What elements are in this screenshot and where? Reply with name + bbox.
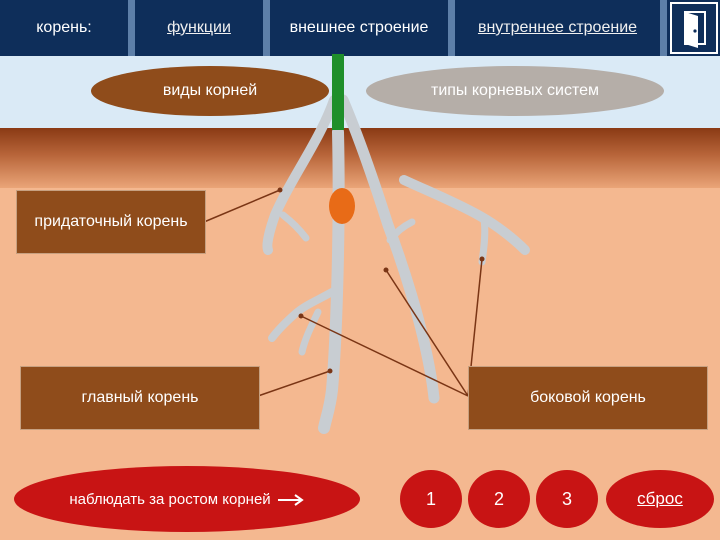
root-systems-button[interactable]: типы корневых систем — [366, 66, 664, 116]
adventitious-root-right — [337, 94, 440, 404]
watch-button-label: наблюдать за ростом корней — [69, 490, 271, 508]
pointer-line — [257, 370, 331, 397]
nav-separator — [263, 0, 270, 56]
pointer-line — [300, 315, 469, 397]
lateral-root-label: боковой корень — [468, 366, 708, 430]
root-types-button[interactable]: виды корней — [91, 66, 329, 116]
pointer-dot — [479, 256, 485, 262]
pointer-dot — [327, 368, 333, 374]
step-2-button[interactable]: 2 — [468, 470, 530, 528]
pointer-line — [203, 189, 281, 223]
root-branch — [268, 288, 336, 342]
pointer-dot — [383, 267, 389, 273]
main-root-label: главный корень — [20, 366, 260, 430]
root-branch — [399, 175, 530, 255]
reset-button[interactable]: сброс — [606, 470, 714, 528]
door-exit-icon — [684, 11, 706, 48]
arrow-right-icon — [277, 494, 304, 506]
root-branch — [298, 308, 322, 356]
pointer-line — [385, 269, 469, 397]
nav-functions-link[interactable]: функции — [167, 19, 231, 36]
nav-external-structure: внешнее строение — [289, 19, 429, 36]
stem — [332, 54, 344, 130]
section-title: корень: — [36, 19, 92, 36]
adventitious-root-left — [262, 95, 339, 255]
exit-button[interactable] — [670, 2, 718, 54]
root-branch — [478, 216, 489, 266]
watch-root-growth-button[interactable]: наблюдать за ростом корней — [14, 466, 360, 532]
adventitious-root-label: придаточный корень — [16, 190, 206, 254]
nav-separator — [448, 0, 455, 56]
root-branch — [279, 211, 310, 242]
pointer-dot — [298, 313, 304, 319]
main-root — [318, 126, 345, 434]
step-1-button[interactable]: 1 — [400, 470, 462, 528]
pointer-dot — [277, 187, 283, 193]
step-3-button[interactable]: 3 — [536, 470, 598, 528]
root-branch — [386, 218, 416, 244]
root-tip-marker — [329, 188, 355, 224]
nav-separator — [128, 0, 135, 56]
nav-separator — [660, 0, 667, 56]
top-navigation-bar: корень: функции внешнее строение внутрен… — [0, 0, 720, 56]
nav-internal-structure-link[interactable]: внутреннее строение — [477, 19, 638, 36]
